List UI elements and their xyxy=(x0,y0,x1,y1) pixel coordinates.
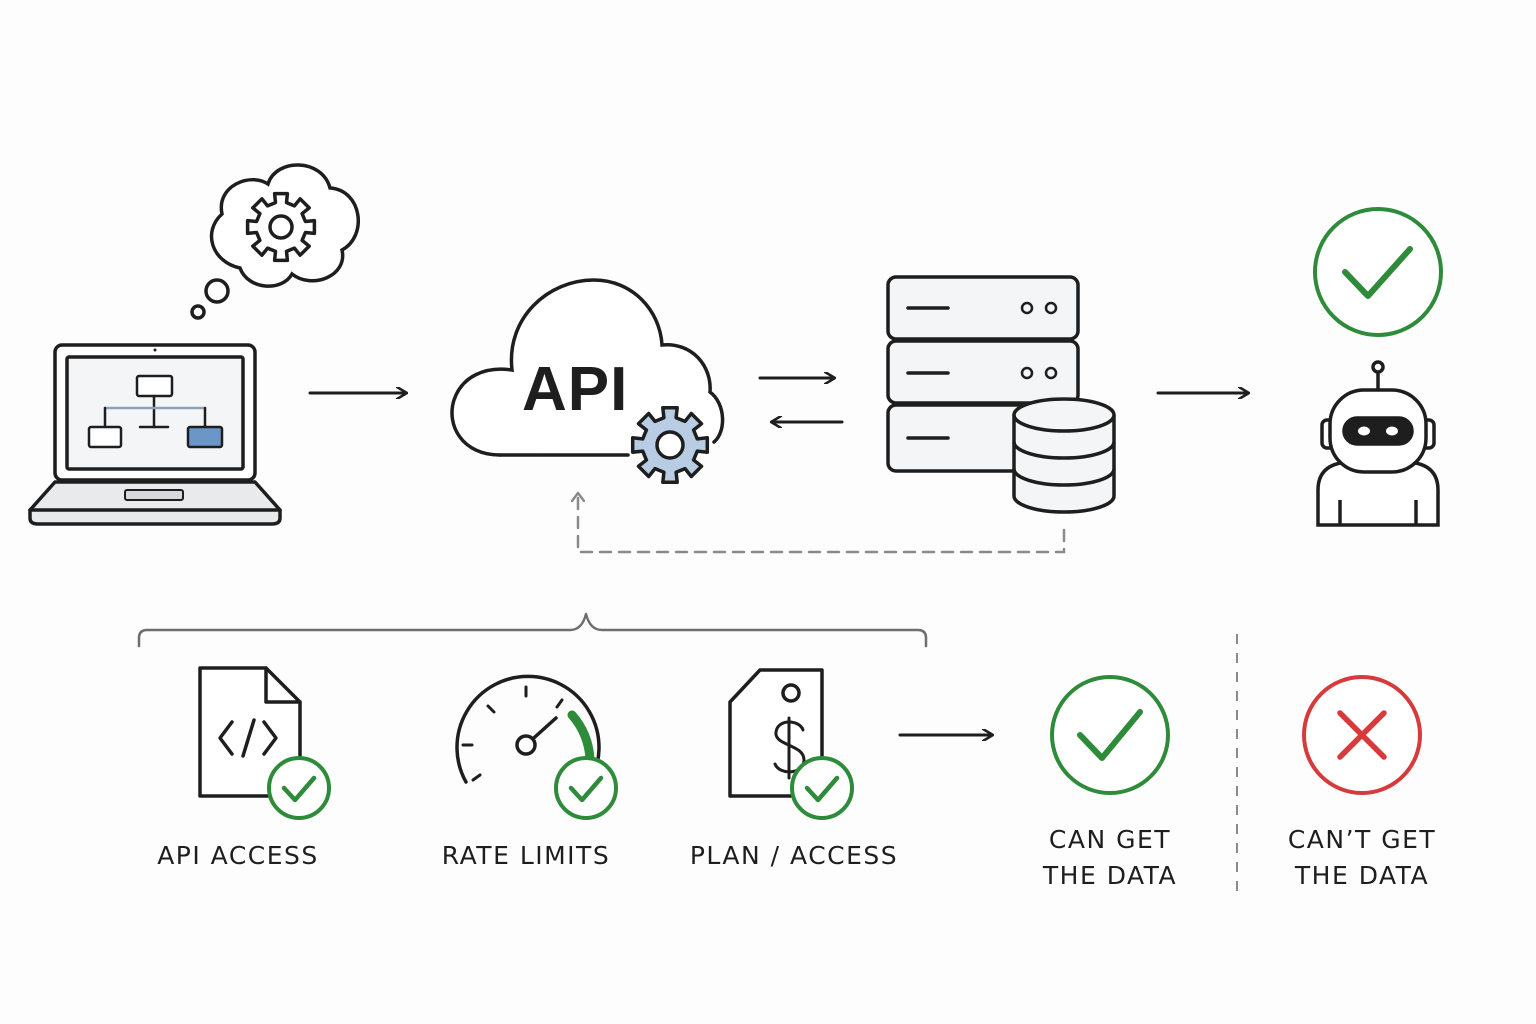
requirement-label-api-access: API ACCESS xyxy=(157,841,319,870)
gear-icon xyxy=(630,405,710,485)
check-badge-icon xyxy=(267,756,331,820)
success-label-line-1: CAN GET xyxy=(1048,825,1172,854)
gauge-icon xyxy=(455,674,601,784)
requirements-brace xyxy=(137,612,928,648)
code-document-icon xyxy=(198,666,302,798)
check-badge-icon xyxy=(790,756,854,820)
api-cloud-icon xyxy=(450,278,725,457)
laptop-icon xyxy=(28,343,282,526)
failure-label-line-1: CAN’T GET xyxy=(1287,825,1437,854)
success-check-icon xyxy=(1050,675,1170,795)
gear-icon xyxy=(245,191,317,263)
database-icon xyxy=(1012,397,1116,514)
api-cloud-label: API xyxy=(522,355,629,424)
price-tag-icon xyxy=(728,668,824,798)
failure-outcome-label: CAN’T GET THE DATA xyxy=(1262,822,1462,894)
failure-x-icon xyxy=(1302,675,1422,795)
success-label-line-2: THE DATA xyxy=(1042,861,1178,890)
requirement-label-rate-limits: RATE LIMITS xyxy=(441,841,611,870)
failure-label-line-2: THE DATA xyxy=(1294,861,1430,890)
requirement-label-plan-access: PLAN / ACCESS xyxy=(689,841,899,870)
success-outcome-label: CAN GET THE DATA xyxy=(1010,822,1210,894)
dashed-return-arrow xyxy=(578,494,1066,554)
check-badge-icon xyxy=(554,756,618,820)
robot-icon xyxy=(1316,360,1440,527)
check-circle-icon xyxy=(1313,207,1443,337)
